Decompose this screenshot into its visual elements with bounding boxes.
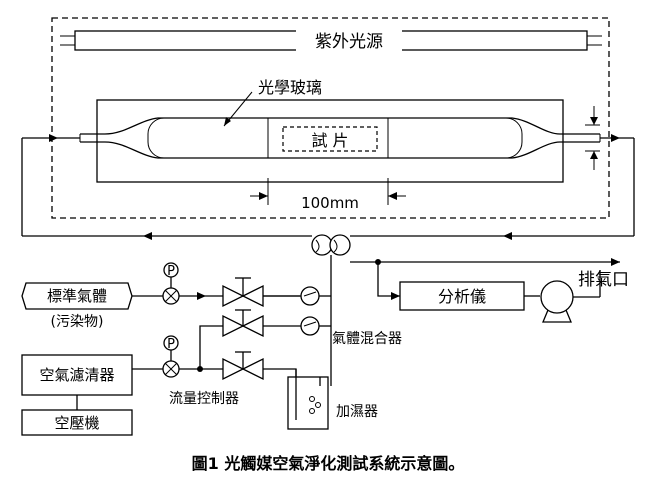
uv-source-label: 紫外光源 <box>315 32 383 52</box>
mixer-check-2 <box>300 316 320 336</box>
analyzer-box <box>399 281 525 311</box>
humidifier-label: 加濕器 <box>336 404 378 420</box>
gas-mixer-label: 氣體混合器 <box>332 331 402 347</box>
specimen <box>282 126 378 152</box>
standard-gas-label: 標準氣體 <box>47 287 107 305</box>
reactor-loop <box>21 134 635 240</box>
standard-gas-box <box>21 282 133 310</box>
length-dimension <box>250 178 406 205</box>
needle-valve-3 <box>222 351 264 381</box>
length-label: 100mm <box>301 194 359 212</box>
specimen-label: 試 片 <box>311 131 348 150</box>
exhaust-label: 排氣口 <box>578 270 629 290</box>
air-compressor-box <box>21 409 133 436</box>
reactor-housing <box>96 99 564 183</box>
uv-enclosure <box>51 17 610 219</box>
pressure-gauge-1-label: P <box>167 264 175 279</box>
air-filter-box <box>21 354 133 396</box>
pressure-gauge-2-label: P <box>167 337 175 352</box>
pressure-gauge-2 <box>162 335 180 378</box>
three-way-valve <box>311 234 351 262</box>
optical-glass-label: 光學玻璃 <box>258 78 322 97</box>
pump <box>540 270 601 323</box>
figure-caption: 圖1 光觸媒空氣淨化測試系統示意圖。 <box>192 454 465 473</box>
needle-valve-2 <box>222 309 264 338</box>
gap-dimension <box>585 106 600 170</box>
flow-controller-label: 流量控制器 <box>169 391 239 407</box>
pollutant-label: (污染物) <box>51 314 104 330</box>
air-compressor-label: 空壓機 <box>54 414 99 432</box>
humidifier <box>287 369 329 430</box>
mixer-check-1 <box>300 286 320 306</box>
pressure-gauge-1 <box>162 262 180 305</box>
air-filter-label: 空氣濾清器 <box>39 366 114 384</box>
analyzer-label: 分析儀 <box>438 287 486 306</box>
needle-valve-1 <box>222 277 264 308</box>
